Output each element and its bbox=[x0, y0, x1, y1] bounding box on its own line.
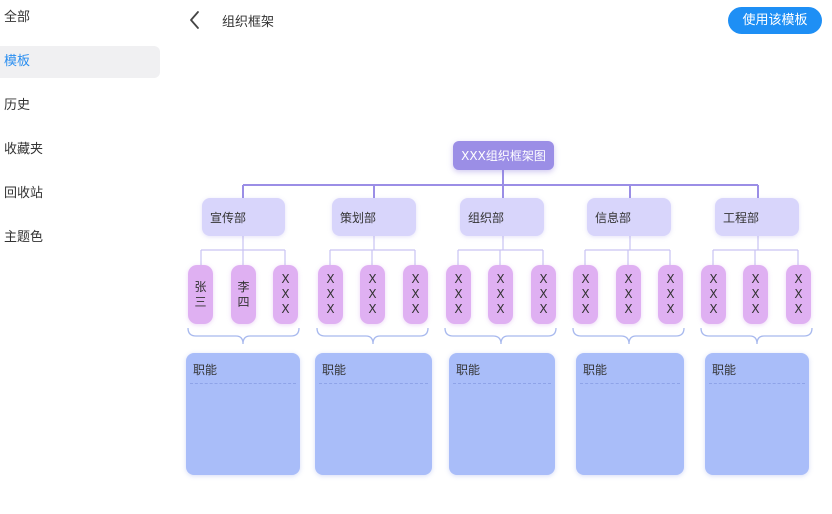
sidebar-item-all[interactable]: 全部 bbox=[4, 10, 31, 25]
duty-box-engineering[interactable]: 职能 bbox=[705, 353, 809, 475]
duty-box-organization[interactable]: 职能 bbox=[449, 353, 555, 475]
duty-label: 职能 bbox=[456, 363, 481, 377]
sidebar: 全部 模板 历史 收藏夹 回收站 主题色 bbox=[0, 0, 170, 514]
member-node[interactable]: X X X bbox=[573, 265, 598, 324]
duty-divider bbox=[709, 383, 805, 384]
dept-node-planning[interactable]: 策划部 bbox=[332, 198, 416, 236]
member-node[interactable]: X X X bbox=[743, 265, 768, 324]
duty-label: 职能 bbox=[712, 363, 737, 377]
duty-divider bbox=[453, 383, 551, 384]
back-button[interactable] bbox=[184, 9, 206, 31]
dept-node-organization[interactable]: 组织部 bbox=[460, 198, 544, 236]
member-node[interactable]: 李 四 bbox=[231, 265, 256, 324]
sidebar-item-templates[interactable]: 模板 bbox=[0, 46, 160, 78]
dept-node-publicity[interactable]: 宣传部 bbox=[202, 198, 285, 236]
page-title: 组织框架 bbox=[222, 15, 275, 30]
dept-node-engineering[interactable]: 工程部 bbox=[715, 198, 799, 236]
org-chart-connectors bbox=[187, 170, 813, 345]
duty-divider bbox=[580, 383, 680, 384]
member-node[interactable]: X X X bbox=[616, 265, 641, 324]
sidebar-item-history[interactable]: 历史 bbox=[4, 98, 31, 113]
member-node[interactable]: X X X bbox=[273, 265, 298, 324]
member-node[interactable]: X X X bbox=[318, 265, 343, 324]
dept-node-information[interactable]: 信息部 bbox=[587, 198, 671, 236]
member-node[interactable]: 张 三 bbox=[188, 265, 213, 324]
member-node[interactable]: X X X bbox=[446, 265, 471, 324]
duty-label: 职能 bbox=[193, 363, 218, 377]
duty-box-publicity[interactable]: 职能 bbox=[186, 353, 300, 475]
member-node[interactable]: X X X bbox=[786, 265, 811, 324]
member-node[interactable]: X X X bbox=[360, 265, 385, 324]
use-template-button[interactable]: 使用该模板 bbox=[728, 7, 822, 34]
member-node[interactable]: X X X bbox=[488, 265, 513, 324]
chevron-left-icon bbox=[190, 11, 199, 29]
sidebar-item-theme-color[interactable]: 主题色 bbox=[4, 230, 44, 245]
member-node[interactable]: X X X bbox=[403, 265, 428, 324]
member-node[interactable]: X X X bbox=[531, 265, 556, 324]
org-root-node[interactable]: XXX组织框架图 bbox=[453, 141, 554, 170]
duty-label: 职能 bbox=[322, 363, 347, 377]
duty-box-information[interactable]: 职能 bbox=[576, 353, 684, 475]
sidebar-item-recycle-bin[interactable]: 回收站 bbox=[4, 186, 44, 201]
sidebar-item-favorites[interactable]: 收藏夹 bbox=[4, 142, 44, 157]
org-chart: XXX组织框架图 宣传部 策划部 组织部 信息部 工程部 张 三 李 四 X X… bbox=[170, 0, 832, 514]
member-node[interactable]: X X X bbox=[658, 265, 683, 324]
duty-box-planning[interactable]: 职能 bbox=[315, 353, 432, 475]
member-node[interactable]: X X X bbox=[701, 265, 726, 324]
duty-divider bbox=[190, 383, 296, 384]
main-panel: 组织框架 使用该模板 bbox=[170, 0, 832, 514]
duty-divider bbox=[319, 383, 428, 384]
duty-label: 职能 bbox=[583, 363, 608, 377]
